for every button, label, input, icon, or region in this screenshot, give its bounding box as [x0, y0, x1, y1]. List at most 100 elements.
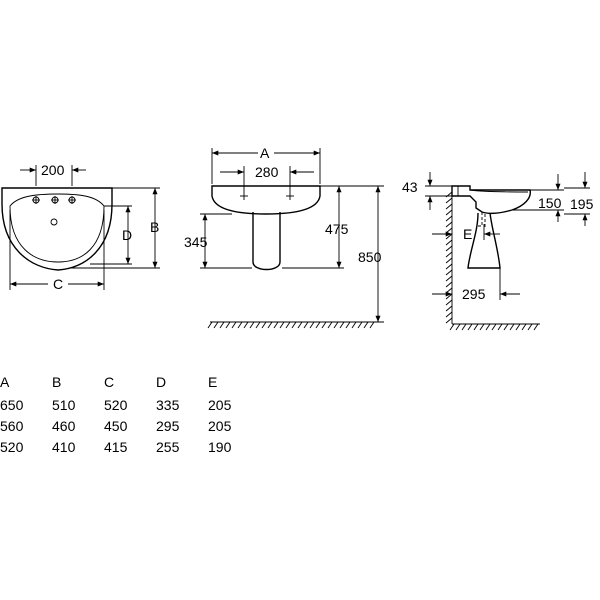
hatch-line — [445, 257, 453, 264]
table-cell: 520 — [0, 438, 24, 455]
hatch-line — [207, 321, 213, 329]
hatch-line — [445, 317, 453, 324]
hatch-line — [449, 323, 455, 331]
front-view: A 280 345 475 850 — [184, 145, 384, 329]
side-basin-outline — [451, 185, 531, 215]
hatch-line — [237, 321, 243, 329]
table-cell: 255 — [156, 438, 180, 455]
front-basin-outline — [211, 185, 321, 215]
hatch-line — [479, 323, 485, 331]
table-cell: 650 — [0, 396, 24, 413]
hatch-line — [445, 209, 453, 216]
table-cell: 205 — [208, 417, 232, 434]
hatch-line — [273, 321, 279, 329]
basin-outer-outline — [1, 187, 113, 271]
hatch-line — [445, 197, 453, 204]
hatch-line — [315, 321, 321, 329]
dim-label-850: 850 — [358, 249, 382, 265]
hatch-line — [231, 321, 237, 329]
hatch-line — [213, 321, 219, 329]
hatch-line — [509, 323, 515, 331]
table-cell: 450 — [104, 417, 128, 434]
hatch-line — [445, 311, 453, 318]
top-view: 200 B D C — [1, 162, 160, 292]
hatch-line — [467, 323, 473, 331]
hatch-line — [445, 287, 453, 294]
front-pedestal-outline — [252, 212, 281, 271]
hatch-line — [445, 221, 453, 228]
hatch-line — [455, 323, 461, 331]
table-cell: 510 — [52, 396, 76, 413]
dim-label-43: 43 — [402, 179, 418, 195]
table-cell: 205 — [208, 396, 232, 413]
table-cell: 190 — [208, 438, 232, 455]
table-cell: 295 — [156, 417, 180, 434]
hatch-line — [243, 321, 249, 329]
hatch-line — [485, 323, 491, 331]
hatch-line — [255, 321, 261, 329]
dim-label-A: A — [260, 145, 270, 161]
hatch-line — [497, 323, 503, 331]
table-row: 520 410 415 255 190 — [0, 436, 260, 457]
dim-label-345: 345 — [184, 234, 208, 250]
hatch-line — [249, 321, 255, 329]
hatch-line — [473, 323, 479, 331]
hatch-line — [533, 323, 539, 331]
side-floor-hatching — [449, 323, 539, 331]
hatch-line — [527, 323, 533, 331]
dim-label-150: 150 — [538, 195, 562, 211]
hatch-line — [491, 323, 497, 331]
drain-hole — [50, 218, 58, 226]
hatch-line — [521, 323, 527, 331]
table-cell: 560 — [0, 417, 24, 434]
hatch-line — [303, 321, 309, 329]
hatch-line — [285, 321, 291, 329]
hatch-line — [445, 233, 453, 240]
table-cell: 460 — [52, 417, 76, 434]
hatch-line — [219, 321, 225, 329]
hatch-line — [327, 321, 333, 329]
hatch-line — [445, 203, 453, 210]
hatch-line — [445, 269, 453, 276]
hatch-line — [351, 321, 357, 329]
hatch-line — [363, 321, 369, 329]
hatch-line — [445, 263, 453, 270]
table-header-D: D — [156, 374, 167, 390]
hatch-line — [445, 215, 453, 222]
dim-label-C: C — [53, 276, 63, 292]
hatch-line — [445, 227, 453, 234]
side-pedestal-outline — [467, 212, 501, 269]
table-row: 650 510 520 335 205 — [0, 394, 260, 415]
hatch-line — [369, 321, 375, 329]
wall-hatching — [445, 191, 453, 324]
hatch-line — [515, 323, 521, 331]
hatch-line — [267, 321, 273, 329]
hatch-line — [445, 305, 453, 312]
hatch-line — [445, 299, 453, 306]
hatch-line — [309, 321, 315, 329]
hatch-line — [333, 321, 339, 329]
dim-label-D: D — [122, 227, 132, 243]
dim-label-295: 295 — [462, 286, 486, 302]
table-header-A: A — [0, 374, 10, 390]
hatch-line — [357, 321, 363, 329]
hatch-line — [339, 321, 345, 329]
hatch-line — [445, 245, 453, 252]
table-header-B: B — [52, 374, 62, 390]
hatch-line — [225, 321, 231, 329]
hatch-line — [445, 251, 453, 258]
hatch-line — [445, 293, 453, 300]
side-view: 43 150 195 E 295 — [402, 172, 594, 331]
dim-label-E: E — [463, 226, 472, 242]
floor-hatching — [207, 321, 375, 329]
table-header-C: C — [104, 374, 115, 390]
hatch-line — [261, 321, 267, 329]
hatch-line — [445, 275, 453, 282]
hatch-line — [291, 321, 297, 329]
dim-label-475: 475 — [325, 221, 349, 237]
table-cell: 415 — [104, 438, 128, 455]
hatch-line — [503, 323, 509, 331]
table-row: 560 460 450 295 205 — [0, 415, 260, 436]
hatch-line — [279, 321, 285, 329]
